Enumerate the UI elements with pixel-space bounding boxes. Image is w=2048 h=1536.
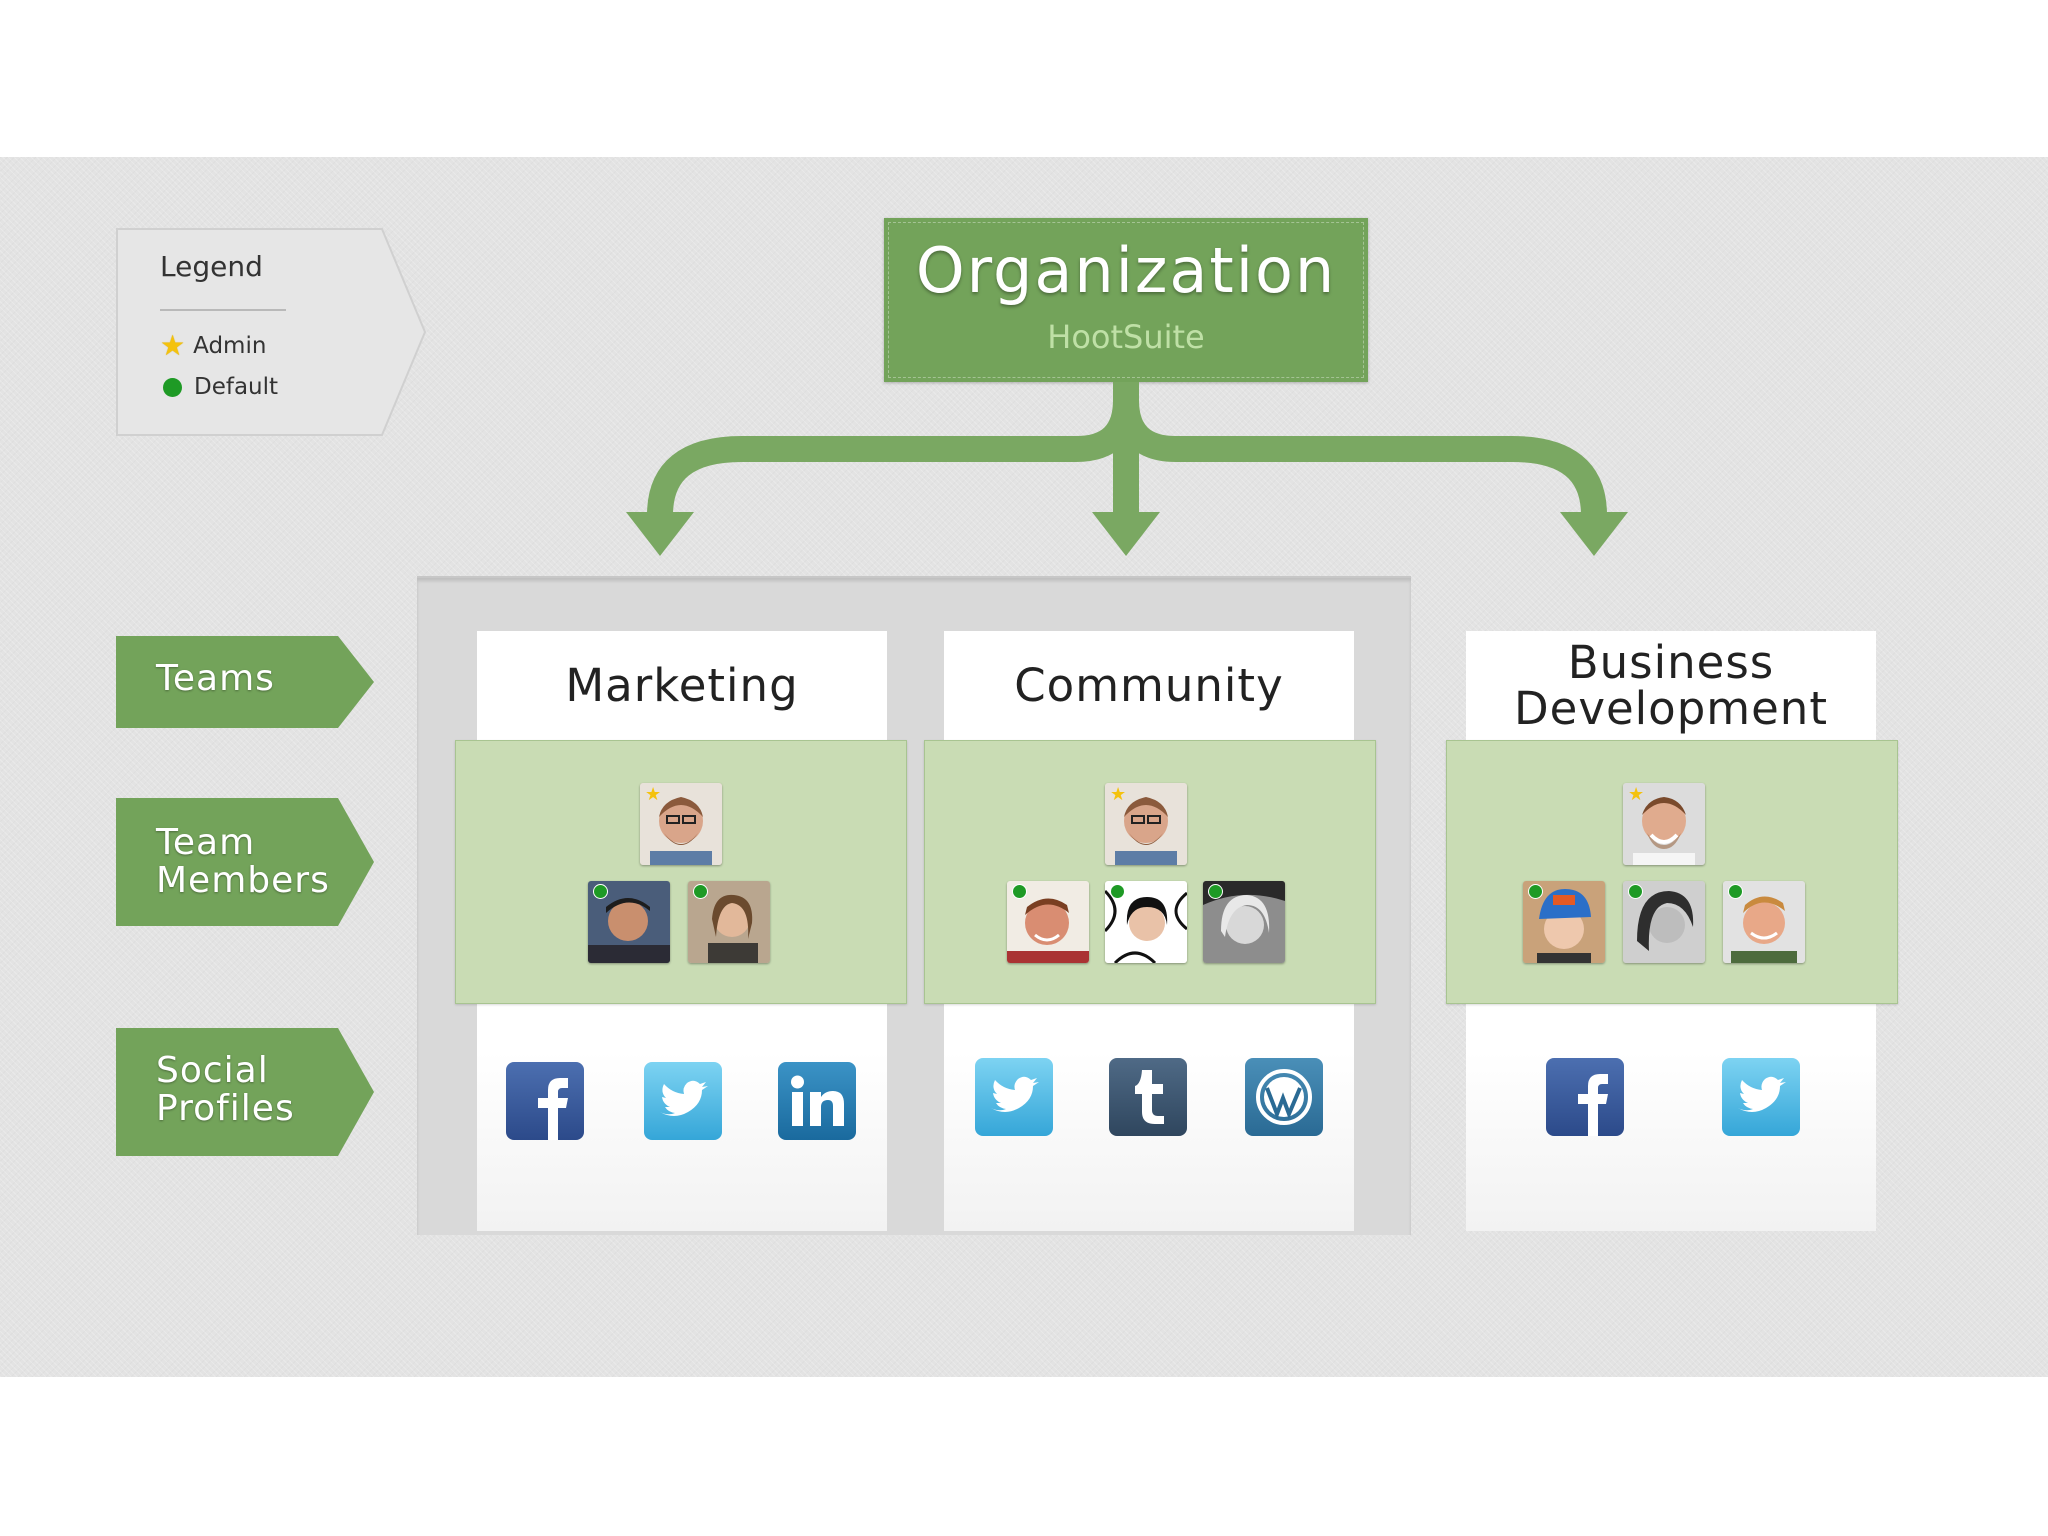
legend-item-label: Admin [193, 333, 267, 359]
legend-item-admin: ★ Admin [160, 332, 266, 360]
default-dot-icon [1728, 884, 1743, 899]
green-dot-icon [163, 377, 182, 397]
facebook-icon[interactable] [506, 1062, 584, 1140]
arrow-right-line [1113, 382, 1607, 516]
default-dot-icon [1012, 884, 1027, 899]
tumblr-icon[interactable] [1109, 1058, 1187, 1136]
legend-divider [160, 309, 286, 311]
tag-teams-label: Teams [156, 658, 275, 699]
team-name: Marketing [565, 659, 799, 712]
legend-title: Legend [160, 250, 263, 283]
legend-item-label: Default [194, 374, 279, 400]
linkedin-icon[interactable] [778, 1062, 856, 1140]
avatar-member[interactable] [688, 881, 770, 963]
twitter-icon[interactable] [644, 1062, 722, 1140]
facebook-icon[interactable] [1546, 1058, 1624, 1136]
team-members-box-community: ★ [924, 740, 1376, 1004]
arrowhead-right [1560, 512, 1628, 556]
default-dot-icon [1208, 884, 1223, 899]
legend: Legend ★ Admin Default [116, 228, 426, 436]
organization-name: HootSuite [1047, 318, 1205, 356]
arrow-left-line [647, 382, 1139, 516]
star-icon: ★ [160, 329, 186, 362]
default-dot-icon [1528, 884, 1543, 899]
admin-star-icon: ★ [645, 784, 662, 805]
admin-star-icon: ★ [1110, 784, 1127, 805]
avatar-admin[interactable]: ★ [1623, 783, 1705, 865]
team-name: Community [1014, 659, 1284, 712]
tag-teams: Teams [116, 636, 376, 728]
avatar-member[interactable] [1105, 881, 1187, 963]
avatar-member[interactable] [588, 881, 670, 963]
avatar-admin[interactable]: ★ [1105, 783, 1187, 865]
avatar-member[interactable] [1623, 881, 1705, 963]
team-members-box-business-development: ★ [1446, 740, 1898, 1004]
team-members-box-marketing: ★ [455, 740, 907, 1004]
default-dot-icon [693, 884, 708, 899]
organization-box: Organization HootSuite [884, 218, 1368, 382]
default-dot-icon [593, 884, 608, 899]
arrowhead-center [1092, 512, 1160, 556]
legend-item-default: Default [160, 374, 278, 400]
default-dot-icon [1628, 884, 1643, 899]
avatar-member[interactable] [1203, 881, 1285, 963]
twitter-icon[interactable] [1722, 1058, 1800, 1136]
wordpress-icon[interactable] [1245, 1058, 1323, 1136]
avatar-member[interactable] [1723, 881, 1805, 963]
avatar-admin[interactable]: ★ [640, 783, 722, 865]
default-dot-icon [1110, 884, 1125, 899]
avatar-member[interactable] [1523, 881, 1605, 963]
arrowhead-left [626, 512, 694, 556]
avatar-member[interactable] [1007, 881, 1089, 963]
admin-star-icon: ★ [1628, 784, 1645, 805]
twitter-icon[interactable] [975, 1058, 1053, 1136]
legend-shape [116, 228, 426, 436]
organization-title: Organization [915, 234, 1337, 307]
